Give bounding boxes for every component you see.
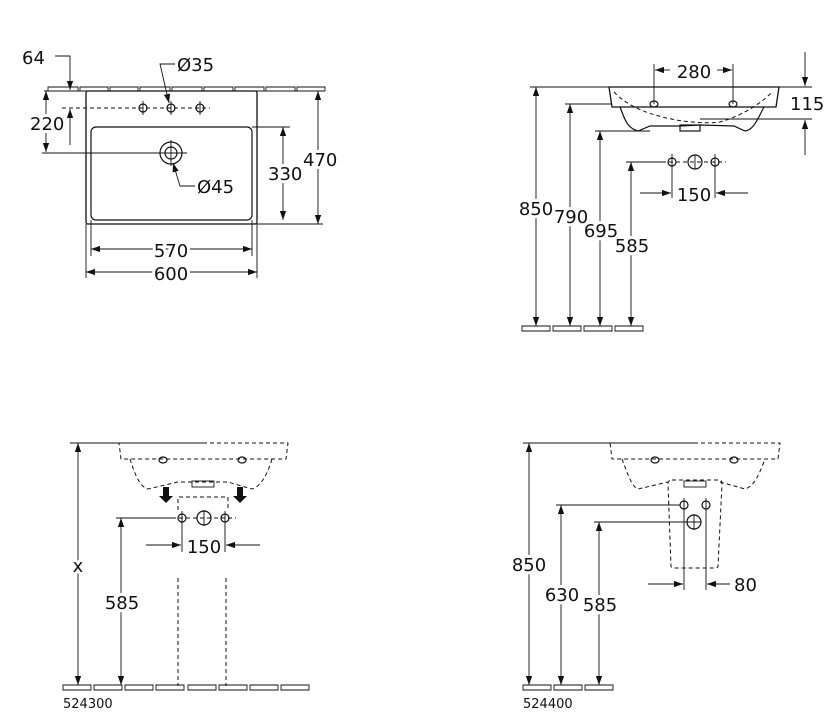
arrow-down-icon	[233, 487, 247, 503]
basin-front	[608, 86, 780, 108]
front-view: 280 115 850 790 695 585 150	[516, 52, 827, 332]
floor-tiles	[522, 684, 614, 691]
half-pedestal-view: 80 850 630 585 524400	[509, 442, 781, 712]
dim-585: 585	[583, 595, 617, 616]
dim-850: 850	[519, 199, 553, 220]
dim-150: 150	[677, 185, 711, 206]
top-view: 64 220 Ø35 Ø45 330 470 570 600	[19, 45, 340, 288]
dim-630: 630	[545, 585, 579, 606]
tap-holes	[62, 101, 210, 115]
dim-570: 570	[154, 241, 188, 262]
dim-330: 330	[268, 164, 302, 185]
tap-hole-diameter: Ø35	[177, 55, 214, 76]
pedestal-view: 150 x 585 524300	[62, 442, 310, 712]
floor-tiles	[521, 325, 644, 332]
dim-80: 80	[734, 575, 757, 596]
dim-470: 470	[303, 150, 337, 171]
floor-tiles	[62, 684, 310, 691]
supply-holes	[662, 154, 726, 198]
dim-x: x	[73, 556, 84, 577]
dim-220: 220	[30, 114, 64, 135]
dim-280: 280	[677, 62, 711, 83]
dim-585: 585	[615, 236, 649, 257]
dim-115: 115	[790, 94, 824, 115]
dim-64: 64	[22, 48, 45, 69]
dim-790: 790	[554, 207, 588, 228]
basin-outline	[85, 90, 258, 225]
dim-850: 850	[512, 555, 546, 576]
half-pedestal-outline	[667, 479, 723, 569]
drain-diameter: Ø45	[197, 177, 234, 198]
arrow-down-icon	[159, 487, 173, 503]
drain-hole	[42, 140, 187, 166]
basin-bowl	[90, 126, 253, 221]
pedestal-outline	[177, 578, 227, 686]
dim-150: 150	[187, 537, 221, 558]
dim-600: 600	[154, 264, 188, 285]
model-number: 524400	[523, 697, 573, 712]
model-number: 524300	[63, 697, 113, 712]
dim-695: 695	[584, 221, 618, 242]
dim-585: 585	[105, 593, 139, 614]
